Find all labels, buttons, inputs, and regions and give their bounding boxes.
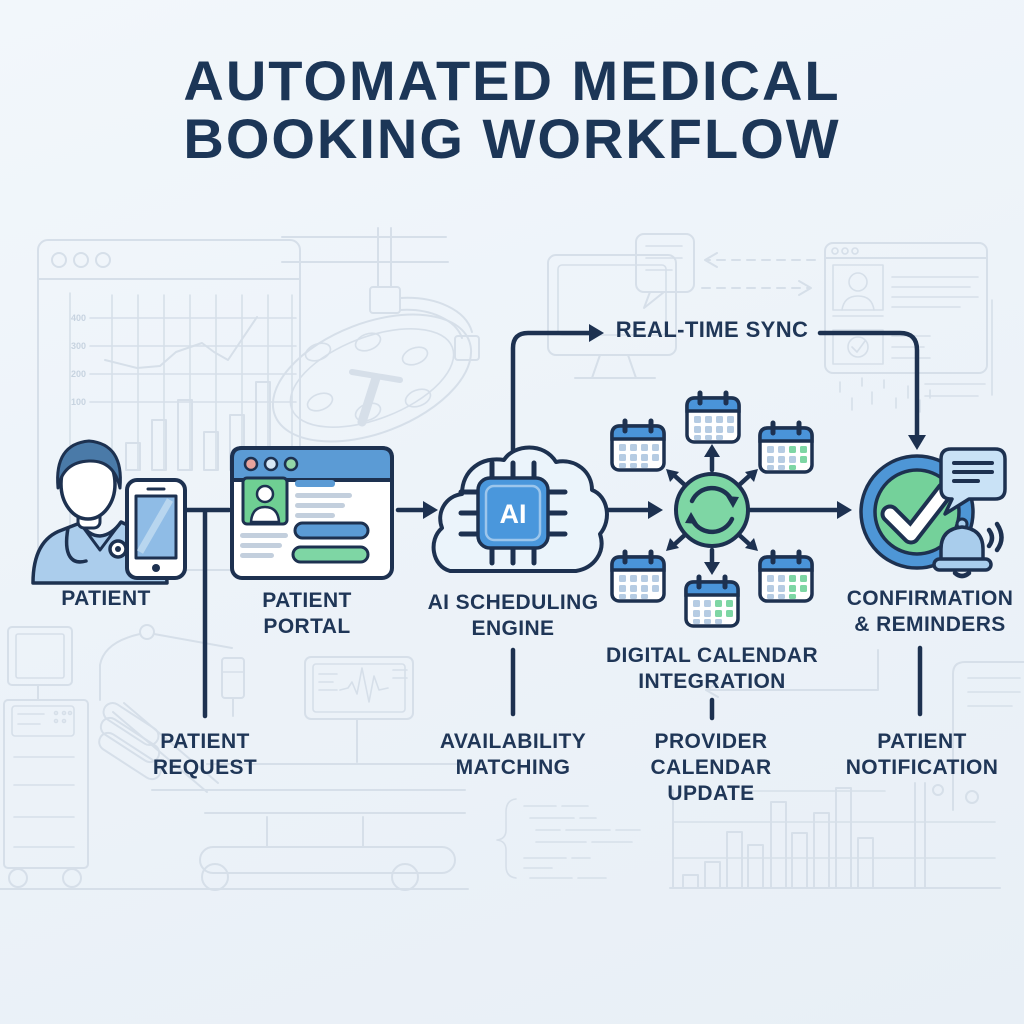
label-confirmation-reminders: CONFIRMATION & REMINDERS	[846, 587, 1014, 636]
chart-tick: 100	[71, 397, 86, 407]
sketch-right-fragment	[952, 661, 1024, 811]
window-dot-white	[263, 456, 279, 472]
calendar-integration-icon	[612, 393, 812, 626]
sync-circle-icon	[674, 472, 750, 548]
label-patient-request: PATIENT REQUEST	[152, 730, 258, 779]
window-dot-green	[283, 456, 299, 472]
connector-real-time-sync	[510, 324, 926, 455]
sketch-surgical-light	[271, 227, 480, 443]
sketch-sync-arrows	[701, 252, 816, 296]
label-provider-calendar-update: PROVIDER CALENDAR UPDATE	[650, 730, 772, 805]
checkmark-icon	[880, 481, 955, 545]
sketch-dashes	[839, 377, 931, 413]
confirmation-icon	[859, 447, 1007, 579]
calendar-icon	[760, 423, 812, 472]
calendar-icon	[687, 393, 739, 442]
smartphone-icon	[125, 478, 187, 580]
arrow-calendar-to-confirmation	[746, 501, 852, 519]
calendar-icon	[686, 577, 738, 626]
label-real-time-sync: REAL-TIME SYNC	[615, 317, 809, 342]
chart-tick: 400	[71, 313, 86, 323]
title-line-2: BOOKING WORKFLOW	[183, 107, 841, 170]
chat-bubble-icon	[939, 447, 1007, 516]
ai-engine-icon: AI	[431, 445, 609, 573]
bell-icon	[932, 517, 1004, 579]
label-ai-scheduling-engine: AI SCHEDULING ENGINE	[427, 591, 599, 640]
sketch-code-block	[496, 798, 641, 879]
label-patient: PATIENT	[61, 587, 151, 610]
window-dot-red	[243, 456, 259, 472]
sketch-medical-cart	[3, 626, 89, 888]
sketch-return-arrow	[705, 649, 879, 698]
label-patient-notification: PATIENT NOTIFICATION	[845, 730, 999, 779]
sketch-monitor	[547, 254, 677, 379]
avatar	[241, 476, 289, 526]
connectors	[184, 324, 926, 721]
chart-tick: 200	[71, 369, 86, 379]
calendar-icon	[760, 552, 812, 601]
sketch-bar-chart	[669, 782, 1001, 889]
ai-chip-text: AI	[500, 499, 527, 529]
label-availability-matching: AVAILABILITY MATCHING	[439, 730, 587, 779]
sync-arrows-icon	[685, 485, 739, 535]
portal-green-button	[291, 545, 370, 564]
portal-blue-button	[293, 521, 370, 540]
calendar-icon	[612, 552, 664, 601]
arrow-engine-to-calendar	[598, 501, 663, 519]
patient-icon	[31, 439, 187, 585]
label-digital-calendar-integration: DIGITAL CALENDAR INTEGRATION	[605, 644, 819, 693]
sketch-hospital-bed	[0, 624, 469, 891]
calendar-icon	[612, 421, 664, 470]
chart-tick: 300	[71, 341, 86, 351]
sketch-chat-bubble	[635, 233, 695, 309]
label-patient-portal: PATIENT PORTAL	[262, 589, 352, 638]
title-line-1: AUTOMATED MEDICAL	[183, 49, 841, 112]
arrow-portal-to-engine	[395, 501, 438, 519]
patient-portal-icon	[230, 446, 394, 580]
ai-chip-icon: AI	[458, 460, 568, 566]
sketch-vitals-monitor	[304, 656, 414, 763]
page-title: AUTOMATED MEDICAL BOOKING WORKFLOW	[0, 52, 1024, 168]
